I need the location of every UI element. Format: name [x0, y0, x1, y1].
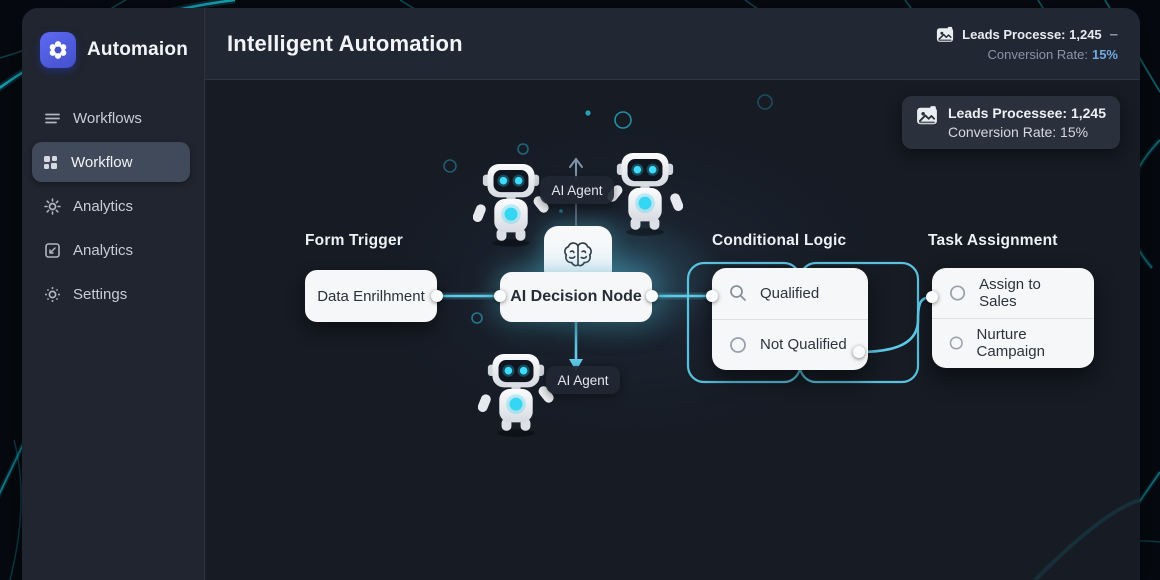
ai-agent-label-bottom: AI Agent	[546, 366, 620, 394]
page-title: Intelligent Automation	[227, 30, 463, 56]
sidebar-item-workflow[interactable]: Workflow	[32, 142, 190, 182]
conditional-logic-card: Qualified Not Qualified	[712, 268, 868, 370]
app-logo	[40, 32, 76, 68]
minimize-icon[interactable]: –	[1109, 25, 1118, 43]
option-label: Not Qualified	[760, 336, 847, 354]
leads-picture-icon	[936, 25, 955, 43]
sidebar-item-label: Analytics	[73, 241, 134, 259]
sidebar-item-label: Analytics	[73, 197, 134, 215]
option-not-qualified[interactable]: Not Qualified	[712, 318, 868, 371]
connector-port[interactable]	[494, 290, 506, 302]
option-label: Assign to Sales	[979, 275, 1041, 310]
image-icon	[45, 242, 60, 258]
leads-processed-value: Leads Processee: 1,245	[948, 105, 1106, 121]
conditional-logic-label: Conditional Logic	[712, 232, 847, 249]
circle-icon	[949, 336, 963, 350]
app-window: Automaion Workflows	[22, 8, 1140, 580]
leads-processed-stat: Leads Processe: 1,245	[962, 27, 1102, 42]
flower-logo-icon	[49, 41, 67, 59]
robot-ai-agent-bottom	[478, 353, 554, 437]
connector-port[interactable]	[431, 290, 443, 302]
sidebar: Automaion Workflows	[22, 8, 205, 580]
sidebar-item-workflows[interactable]: Workflows	[34, 98, 192, 138]
task-assignment-label: Task Assignment	[928, 232, 1058, 249]
sidebar-item-label: Settings	[73, 285, 128, 303]
leads-stats-card: Leads Processee: 1,245 Conversion Rate: …	[902, 96, 1120, 149]
conversion-rate-stat: Conversion Rate:15%	[987, 46, 1118, 62]
workflow-canvas[interactable]: Leads Processee: 1,245 Conversion Rate: …	[205, 80, 1140, 580]
brand-name: Automaion	[87, 39, 189, 60]
connector-port[interactable]	[926, 291, 938, 303]
robot-ai-agent-right	[607, 152, 683, 236]
ai-decision-node[interactable]: AI Decision Node	[500, 272, 652, 322]
connector-port[interactable]	[646, 290, 658, 302]
sidebar-nav: Workflows Workflow	[22, 98, 204, 314]
conversion-rate-value: Conversion Rate: 15%	[948, 124, 1089, 140]
task-assignment-card: Assign to Sales Nurture Campaign	[932, 268, 1094, 368]
gear-icon	[45, 286, 60, 302]
option-assign-to-sales[interactable]: Assign to Sales	[932, 268, 1094, 318]
brain-icon	[564, 242, 592, 267]
search-icon	[730, 285, 746, 302]
header: Intelligent Automation Leads Processe: 1…	[205, 8, 1140, 80]
ai-agent-label-top: AI Agent	[540, 176, 614, 204]
option-label: Nurture Campaign	[976, 326, 1045, 361]
sidebar-item-settings[interactable]: Settings	[34, 274, 192, 314]
sidebar-item-analytics-1[interactable]: Analytics	[34, 186, 192, 226]
option-nurture-campaign[interactable]: Nurture Campaign	[932, 317, 1094, 369]
connector-port[interactable]	[853, 346, 865, 358]
robot-ai-agent-left	[473, 163, 549, 247]
grid-icon	[44, 155, 57, 169]
sidebar-item-label: Workflows	[73, 109, 142, 127]
sun-icon	[44, 197, 61, 215]
connector-port[interactable]	[706, 290, 718, 302]
leads-picture-icon	[916, 105, 938, 126]
form-trigger-label: Form Trigger	[305, 232, 403, 249]
circle-icon	[730, 336, 746, 353]
brand-row: Automaion	[22, 8, 204, 72]
sidebar-item-analytics-2[interactable]: Analytics	[34, 230, 192, 270]
data-enrichment-node[interactable]: Data Enrilhment	[305, 270, 437, 322]
option-qualified[interactable]: Qualified	[712, 268, 868, 319]
option-label: Qualified	[760, 284, 820, 302]
circle-icon	[950, 285, 966, 301]
header-stats: Leads Processe: 1,245 – Conversion Rate:…	[936, 25, 1118, 62]
workflow-connectors	[437, 94, 1140, 580]
menu-icon	[45, 113, 60, 123]
sidebar-item-label: Workflow	[71, 153, 133, 171]
